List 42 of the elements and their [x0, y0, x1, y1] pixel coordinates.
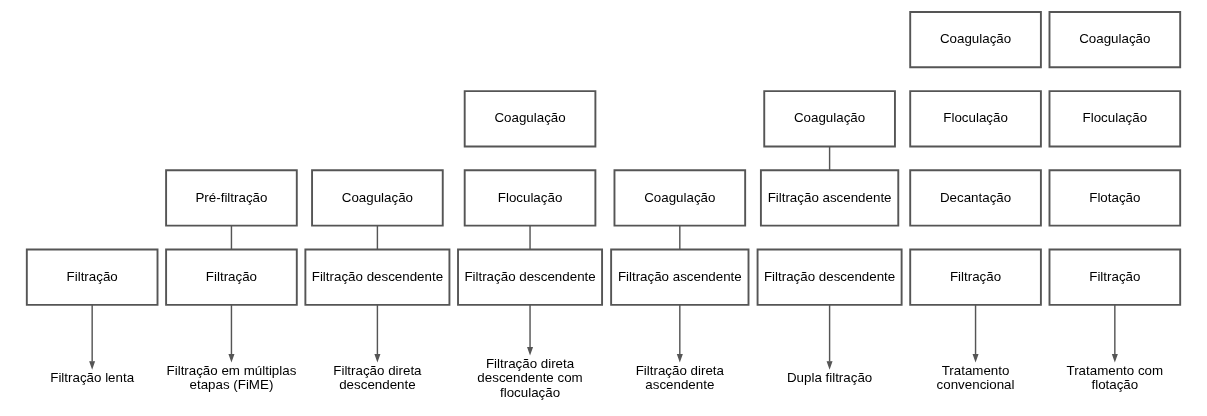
node-box: Decantação: [909, 169, 1042, 227]
node-box: Filtração: [909, 248, 1042, 306]
connector: [376, 225, 379, 251]
node-box: Filtração: [165, 248, 298, 306]
node-text: Tratamento convencional: [936, 363, 1015, 393]
arrow: [676, 304, 683, 363]
node-box: Floculação: [909, 90, 1042, 148]
node-text: Dupla filtração: [786, 370, 873, 386]
arrow: [1111, 304, 1118, 363]
arrow: [527, 304, 534, 356]
connector: [679, 225, 681, 251]
node-box: Filtração descendente: [457, 248, 604, 306]
node-box: Filtração: [25, 248, 159, 306]
node-box: Coagulação: [311, 169, 444, 227]
node-box: Filtração: [1048, 248, 1182, 306]
node-text: Filtração direta ascendente: [635, 363, 724, 393]
node-box: Pré-filtração: [165, 169, 298, 227]
node-box: Filtração ascendente: [610, 248, 750, 306]
node-text: Filtração direta descendente: [333, 363, 422, 393]
connector: [529, 225, 531, 251]
connector: [230, 225, 233, 251]
node-box: Floculação: [463, 169, 597, 227]
node-box: Filtração ascendente: [759, 169, 900, 227]
arrow: [972, 304, 979, 363]
arrow: [228, 304, 235, 363]
node-text: Tratamento com flotação: [1066, 363, 1164, 393]
node-box: Filtração descendente: [304, 248, 451, 306]
node-box: Coagulação: [1048, 11, 1182, 69]
connector: [828, 146, 831, 171]
node-box: Floculação: [1048, 90, 1182, 148]
node-box: Coagulação: [613, 169, 747, 227]
node-text: Filtração em múltiplas etapas (FiME): [166, 363, 297, 393]
node-text: Filtração lenta: [50, 370, 135, 386]
arrow: [374, 304, 381, 363]
node-box: Filtração descendente: [756, 248, 903, 306]
node-box: Coagulação: [909, 11, 1042, 69]
node-text: Filtração direta descendente com floculação: [477, 355, 583, 400]
arrow: [826, 304, 833, 370]
arrow: [89, 304, 96, 370]
node-box: Coagulação: [763, 90, 896, 148]
node-box: Flotação: [1048, 169, 1182, 227]
node-box: Coagulação: [463, 90, 597, 148]
